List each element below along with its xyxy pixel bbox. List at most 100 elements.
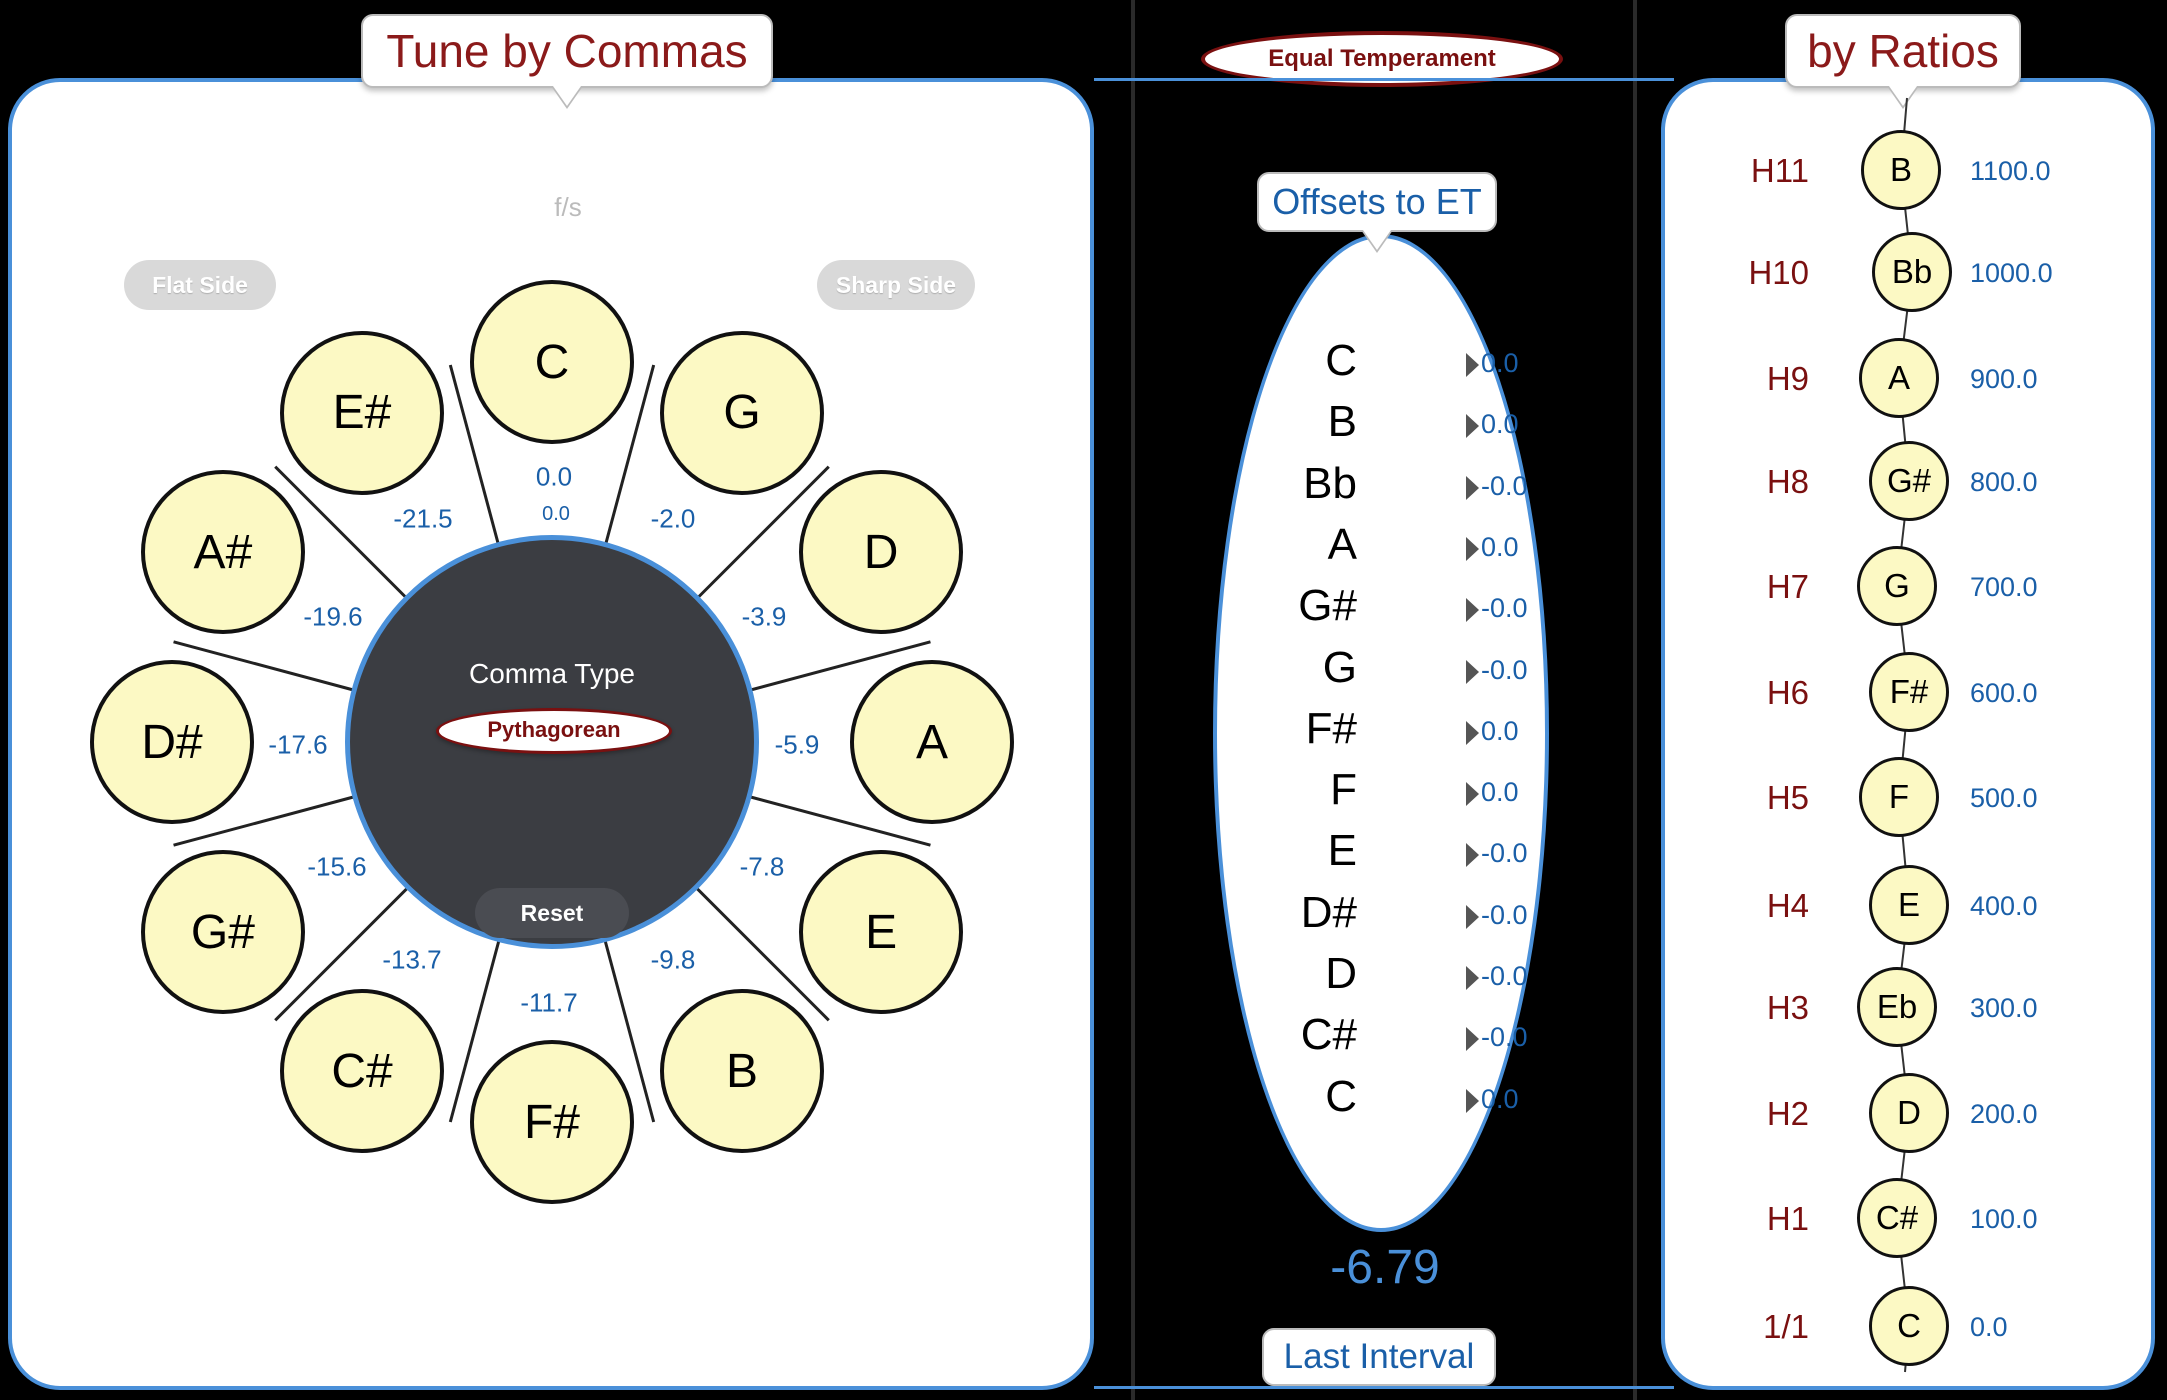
play-triangle-icon[interactable] xyxy=(1466,475,1479,500)
wheel-note-b[interactable]: B xyxy=(660,989,824,1154)
wheel-note-e[interactable]: E xyxy=(799,850,964,1014)
ratio-note-label: G# xyxy=(1886,462,1932,499)
play-triangle-icon[interactable] xyxy=(1466,536,1479,561)
play-triangle-icon[interactable] xyxy=(1466,720,1479,745)
comma-value[interactable]: -17.6 xyxy=(268,729,328,760)
offsets-title-text: Offsets to ET xyxy=(1272,181,1482,222)
comma-type-selector[interactable]: Pythagorean xyxy=(436,708,672,754)
offset-value: 0.0 xyxy=(1481,348,1519,378)
wheel-note-g-sharp[interactable]: G# xyxy=(140,850,305,1014)
ratio-note-label: D xyxy=(1897,1094,1921,1131)
wheel-note-g[interactable]: G xyxy=(660,330,824,495)
comma-value[interactable]: -3.9 xyxy=(741,601,787,632)
wheel-note-d-sharp[interactable]: D# xyxy=(90,660,254,824)
comma-value[interactable]: -5.9 xyxy=(774,729,820,760)
reset-label: Reset xyxy=(520,900,584,926)
offset-note: F# xyxy=(1305,703,1357,753)
harmonic-label: H7 xyxy=(1766,568,1809,605)
wheel-note-c[interactable]: C xyxy=(470,280,634,444)
play-triangle-icon[interactable] xyxy=(1466,659,1479,684)
equal-temperament-button[interactable]: Equal Temperament xyxy=(1201,31,1563,87)
ratio-note-e[interactable]: E xyxy=(1869,865,1949,945)
cents-value: 1000.0 xyxy=(1970,258,2053,288)
wheel-note-a[interactable]: A xyxy=(850,660,1014,824)
ratio-note-c[interactable]: C xyxy=(1869,1286,1949,1366)
cents-value: 300.0 xyxy=(1970,993,2038,1023)
comma-value[interactable]: -11.7 xyxy=(520,987,578,1018)
flat-side-label: Flat Side xyxy=(152,272,248,298)
play-triangle-icon[interactable] xyxy=(1466,598,1479,623)
play-triangle-icon[interactable] xyxy=(1466,353,1479,377)
wheel-note-f-sharp[interactable]: F# xyxy=(470,1040,634,1204)
sharp-side-button[interactable]: Sharp Side xyxy=(817,260,975,310)
ratio-note-g[interactable]: G xyxy=(1857,546,1937,626)
comma-value[interactable]: -7.8 xyxy=(739,851,785,882)
play-triangle-icon[interactable] xyxy=(1466,904,1479,929)
ratio-note-a[interactable]: A xyxy=(1859,338,1939,418)
flat-side-button[interactable]: Flat Side xyxy=(124,260,276,310)
cents-value: 200.0 xyxy=(1970,1099,2038,1129)
comma-type-label: Comma Type xyxy=(469,658,635,689)
ratio-note-d[interactable]: D xyxy=(1869,1073,1949,1153)
wheel-note-a-sharp[interactable]: A# xyxy=(140,470,305,634)
ratio-note-label: C xyxy=(1897,1307,1921,1344)
comma-value[interactable]: -2.0 xyxy=(650,503,696,534)
ratio-note-label: C# xyxy=(1875,1199,1919,1236)
ratio-note-label: E xyxy=(1897,886,1920,923)
play-triangle-icon[interactable] xyxy=(1466,414,1479,439)
ratio-note-label: Bb xyxy=(1891,253,1933,290)
ratio-note-bb[interactable]: Bb xyxy=(1872,232,1952,312)
ratio-note-f[interactable]: F xyxy=(1859,757,1939,837)
ratio-note-label: Eb xyxy=(1876,988,1918,1025)
play-triangle-icon[interactable] xyxy=(1466,782,1479,807)
last-interval-value: -6.79 xyxy=(1330,1241,1440,1294)
comma-value[interactable]: -13.7 xyxy=(382,944,442,975)
comma-value[interactable]: 0.0 xyxy=(535,461,573,492)
ratio-note-label: B xyxy=(1889,151,1912,188)
play-triangle-icon[interactable] xyxy=(1466,1088,1479,1113)
play-triangle-icon[interactable] xyxy=(1466,1027,1479,1052)
tune-by-commas-title-text: Tune by Commas xyxy=(386,25,748,77)
wheel-note-e-sharp[interactable]: E# xyxy=(280,330,444,495)
play-triangle-icon[interactable] xyxy=(1466,843,1479,868)
ratio-note-eb[interactable]: Eb xyxy=(1857,967,1937,1047)
comma-value[interactable]: -21.5 xyxy=(393,503,453,534)
bottom-connector-line xyxy=(1094,1386,1674,1389)
cents-value: 500.0 xyxy=(1970,783,2038,813)
ratio-note-b[interactable]: B xyxy=(1861,130,1941,210)
wheel-note-c-sharp[interactable]: C# xyxy=(280,989,444,1154)
reset-button[interactable]: Reset xyxy=(475,888,629,938)
cents-value: 0.0 xyxy=(1970,1312,2008,1342)
divider-left xyxy=(1131,0,1135,1400)
cents-value: 700.0 xyxy=(1970,572,2038,602)
comma-value[interactable]: -19.6 xyxy=(303,601,363,632)
offset-value: 0.0 xyxy=(1481,409,1519,440)
ratio-note-c-sharp[interactable]: C# xyxy=(1857,1178,1937,1258)
by-ratios-title-text: by Ratios xyxy=(1807,25,1999,77)
cents-value: 600.0 xyxy=(1970,678,2038,708)
harmonic-label: 1/1 xyxy=(1763,1308,1809,1345)
wheel-note-label: C# xyxy=(331,1044,393,1098)
offset-value: -0.0 xyxy=(1481,838,1528,869)
comma-value[interactable]: -9.8 xyxy=(650,944,696,975)
ratio-note-f-sharp[interactable]: F# xyxy=(1869,652,1949,732)
offset-value: -0.0 xyxy=(1481,1022,1528,1053)
comma-value[interactable]: -15.6 xyxy=(307,851,367,882)
divider-right xyxy=(1633,0,1637,1400)
wheel-note-label: B xyxy=(725,1044,758,1098)
wheel-note-d[interactable]: D xyxy=(799,470,964,634)
cents-value: 800.0 xyxy=(1970,467,2038,497)
play-triangle-icon[interactable] xyxy=(1466,966,1479,990)
ratio-note-g-sharp[interactable]: G# xyxy=(1869,441,1949,521)
tune-by-commas-title: Tune by Commas xyxy=(361,14,773,109)
offset-note: Bb xyxy=(1303,458,1357,508)
offset-value: -0.0 xyxy=(1481,961,1528,991)
harmonic-label: H3 xyxy=(1766,989,1809,1026)
last-interval-label-text: Last Interval xyxy=(1283,1337,1475,1376)
